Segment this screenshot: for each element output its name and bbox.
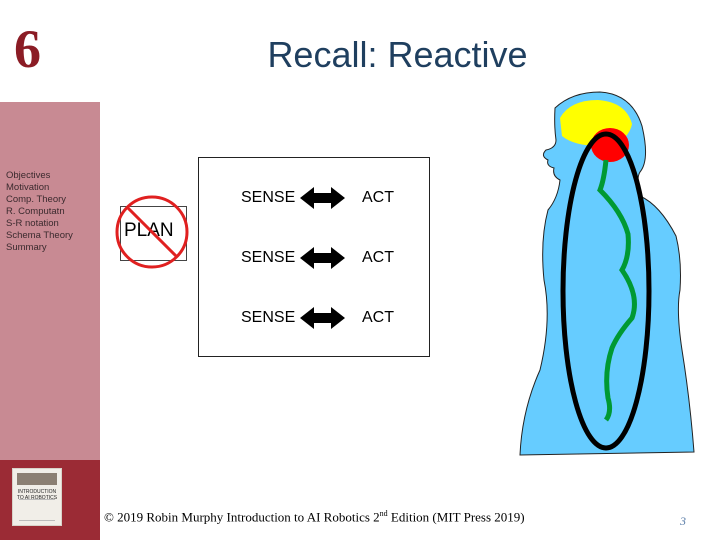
sense-label-3: SENSE: [241, 309, 296, 326]
bidirectional-arrow-icon: [300, 247, 345, 269]
book-cover-rule: [19, 499, 55, 521]
chapter-number: 6: [14, 19, 41, 79]
slide-footer: © 2019 Robin Murphy Introduction to AI R…: [104, 509, 525, 525]
sidebar-panel: [0, 102, 100, 460]
act-label-3: ACT: [362, 309, 394, 326]
sense-label-1: SENSE: [241, 189, 296, 206]
sidebar-item-comp-theory[interactable]: Comp. Theory: [6, 194, 67, 205]
book-cover-title: INTRODUCTION TO AI ROBOTICS: [16, 489, 58, 501]
slide-title: Recall: Reactive: [267, 34, 528, 75]
sense-label-2: SENSE: [241, 249, 296, 266]
human-body-shape: [519, 91, 695, 456]
sidebar-item-sr-notation[interactable]: S-R notation: [6, 218, 59, 229]
footer-prefix: © 2019 Robin Murphy Introduction to AI R…: [104, 509, 380, 525]
bidirectional-arrow-icon: [300, 187, 345, 209]
reactive-loop-ellipse: [560, 131, 652, 451]
sidebar-item-schema-theory[interactable]: Schema Theory: [6, 230, 73, 241]
sidebar-nav: Objectives Motivation Comp. Theory R. Co…: [6, 170, 73, 254]
sidebar-item-motivation[interactable]: Motivation: [6, 182, 50, 193]
act-label-1: ACT: [362, 189, 394, 206]
bidirectional-arrow-icon: [300, 307, 345, 329]
footer-superscript: nd: [379, 509, 388, 518]
act-label-2: ACT: [362, 249, 394, 266]
book-cover-image: INTRODUCTION TO AI ROBOTICS: [12, 468, 62, 526]
spinal-cord-shape: [597, 159, 637, 422]
sidebar-item-r-computatn[interactable]: R. Computatn: [6, 206, 65, 217]
prohibition-slash: [125, 205, 179, 259]
page-number: 3: [680, 514, 686, 528]
sidebar-item-summary[interactable]: Summary: [6, 242, 47, 253]
book-cover-band: [17, 473, 57, 485]
prohibition-circle: [115, 195, 189, 269]
footer-suffix: Edition (MIT Press 2019): [387, 509, 525, 525]
sidebar-item-objectives[interactable]: Objectives: [6, 170, 51, 181]
